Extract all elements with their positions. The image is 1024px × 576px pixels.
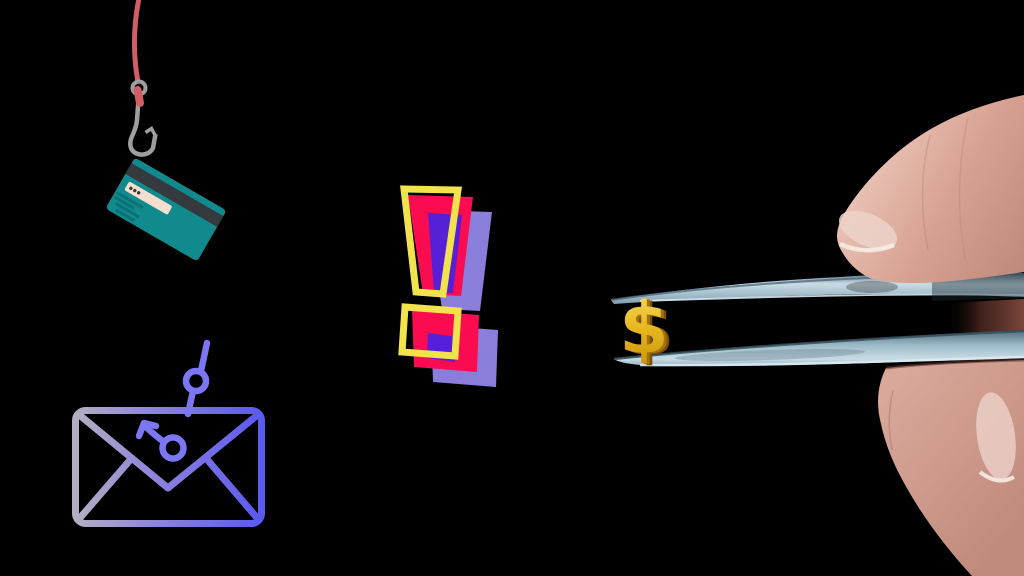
dollar-sign-face: $ — [619, 287, 668, 370]
thumb — [837, 95, 1024, 283]
dollar-sign: $ $ $ — [619, 287, 674, 372]
exclamation-bar-outline — [400, 185, 463, 298]
dollar-sign-shadow: $ — [622, 288, 671, 371]
index-fingernail — [976, 392, 1016, 480]
fishing-hook-icon — [128, 92, 158, 157]
hooked-credit-card — [106, 0, 226, 261]
exclamation-warning-icon — [398, 185, 498, 387]
line-knot — [133, 86, 144, 107]
thumbnail-edge — [839, 241, 895, 253]
index-finger — [878, 358, 1024, 576]
signature-dots — [129, 186, 141, 195]
hook-barb — [144, 125, 158, 138]
hook-arrow-barb — [135, 419, 160, 440]
between-fingers-shadow — [945, 299, 1024, 336]
finger-arm-contact-shadow — [885, 358, 1024, 370]
envelope-bottom-fold-right — [202, 454, 261, 522]
magnetic-stripe — [125, 163, 224, 227]
thumb-contact-shadow — [846, 281, 898, 293]
envelope-flap — [74, 410, 263, 492]
signature-field — [124, 182, 172, 215]
exclamation-dot-outline — [398, 303, 462, 360]
credit-card-icon — [106, 158, 226, 261]
phishing-hook-icon — [135, 339, 211, 462]
tweezers-lower-arm — [614, 331, 1024, 367]
dollar-sign-shadow: $ — [625, 289, 674, 372]
thumbnail — [838, 210, 898, 250]
phishing-envelope — [72, 339, 265, 527]
index-nail-edge — [978, 470, 1015, 483]
fishing-line — [131, 0, 142, 83]
tweezers-hand-scene: $ $ $ — [610, 95, 1024, 576]
hook-ring — [159, 434, 187, 462]
card-text-lines — [113, 191, 144, 222]
envelope-bottom-fold-left — [76, 456, 134, 522]
hook-shaft — [143, 424, 168, 446]
envelope-icon — [72, 407, 265, 527]
